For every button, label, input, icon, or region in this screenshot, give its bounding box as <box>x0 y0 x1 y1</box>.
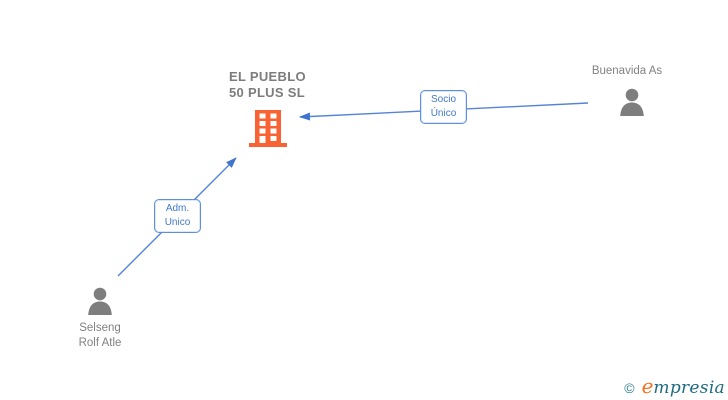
person-name-selseng: Selseng Rolf Atle <box>50 321 150 351</box>
brand-wordmark: empresia <box>641 374 725 398</box>
person-name-line1: Selseng <box>79 322 121 334</box>
copyright-icon: © <box>624 380 635 396</box>
edge-label-line2: Único <box>430 108 457 119</box>
company-node-title: EL PUEBLO 50 PLUS SL <box>229 69 306 101</box>
brand-initial: e <box>641 374 654 398</box>
person-node-selseng[interactable] <box>85 287 115 320</box>
empresia-logo[interactable]: © empresia <box>624 374 725 398</box>
edge-label-socio-unico[interactable]: Socio Único <box>420 90 467 124</box>
company-name-line1: EL PUEBLO <box>229 69 306 84</box>
person-icon <box>88 287 112 315</box>
edge-label-adm-unico[interactable]: Adm. Unico <box>154 199 201 233</box>
company-name-line2: 50 PLUS SL <box>229 85 305 100</box>
building-icon <box>249 110 287 147</box>
company-node[interactable] <box>249 110 287 147</box>
person-name-line2: Rolf Atle <box>78 337 122 349</box>
edge-label-line2: Unico <box>164 217 191 228</box>
person-icon <box>620 88 644 116</box>
edge-label-line1: Adm. <box>165 203 190 214</box>
person-node-buenavida[interactable] <box>617 88 647 121</box>
edge-label-line1: Socio <box>430 94 456 105</box>
person-name-buenavida: Buenavida As <box>591 65 663 77</box>
brand-rest: mpresia <box>653 378 725 398</box>
